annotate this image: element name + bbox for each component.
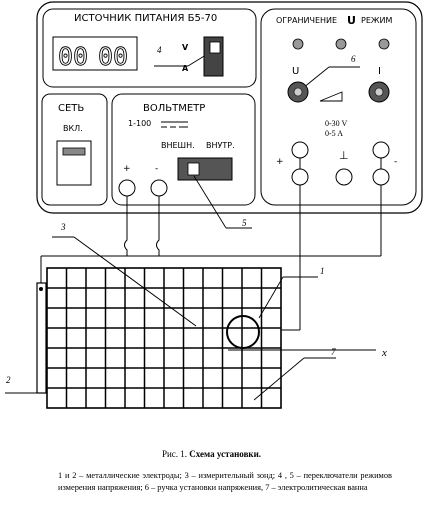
- indicator-lamp-2: [335, 38, 347, 50]
- limit-suffix: РЕЖИМ: [361, 16, 392, 25]
- panel-title: ИСТОЧНИК ПИТАНИЯ Б5-70: [74, 13, 217, 24]
- output-terminal-plus[interactable]: [291, 168, 309, 186]
- knob-i-label: I: [378, 66, 381, 77]
- rating-v: 0-30 V: [325, 119, 348, 128]
- display-digits-left: 00: [58, 42, 88, 71]
- svg-text:-: -: [394, 157, 397, 167]
- ground-terminal[interactable]: [335, 168, 353, 186]
- limit-u: U: [347, 14, 356, 27]
- svg-text:+: +: [123, 164, 131, 174]
- rating-a: 0-5 A: [325, 129, 343, 138]
- wires: [40, 185, 382, 331]
- probe-3: [73, 236, 197, 327]
- mode-switch-5[interactable]: [177, 157, 233, 181]
- callout-7: 7: [331, 347, 336, 357]
- voltmeter-terminal-plus[interactable]: [118, 179, 136, 197]
- voltmeter-label: ВОЛЬТМЕТР: [143, 103, 205, 114]
- x-axis-label: x: [381, 347, 387, 359]
- svg-text:-: -: [155, 164, 158, 174]
- figure-legend: 1 и 2 – металлические электроды; 3 – изм…: [58, 471, 392, 492]
- output-terminal-minus[interactable]: [372, 168, 390, 186]
- caption-prefix: Рис. 1.: [161, 449, 188, 459]
- output-terminal-minus-top[interactable]: [372, 141, 390, 159]
- voltmeter-terminal-minus[interactable]: [150, 179, 168, 197]
- ext-label: ВНЕШН.: [161, 141, 195, 150]
- callout-3: 3: [60, 222, 66, 232]
- figure-caption: Рис. 1. Схема установки.: [0, 449, 423, 459]
- bath-grid: [47, 268, 281, 408]
- switch-v-label: V: [182, 43, 189, 52]
- callout-2: 2: [6, 375, 11, 385]
- callout-6: 6: [351, 54, 356, 64]
- ground-symbol: ⊥: [339, 149, 349, 162]
- indicator-lamp-3: [378, 38, 390, 50]
- callout-5: 5: [242, 218, 247, 228]
- limit-prefix: ОГРАНИЧЕНИЕ: [276, 16, 337, 25]
- int-label: ВНУТР.: [206, 141, 235, 150]
- callout-1: 1: [320, 266, 325, 276]
- power-sub-label: ВКЛ.: [63, 124, 83, 133]
- electrode-1: [226, 315, 260, 349]
- display-digits-right: 00: [98, 42, 128, 71]
- power-label: СЕТЬ: [58, 103, 84, 114]
- caption-title: Схема установки.: [189, 449, 262, 459]
- output-terminal-plus-top[interactable]: [291, 141, 309, 159]
- range-label: 1-100: [128, 119, 151, 128]
- electrode-2: [36, 282, 47, 394]
- callout-4: 4: [157, 45, 162, 55]
- indicator-lamp-1: [292, 38, 304, 50]
- knob-u-label: U: [292, 66, 299, 77]
- adjust-ramp-icon: [319, 91, 343, 102]
- digital-display: [52, 36, 138, 71]
- switch-a-label: A: [182, 64, 189, 73]
- svg-text:+: +: [276, 157, 284, 167]
